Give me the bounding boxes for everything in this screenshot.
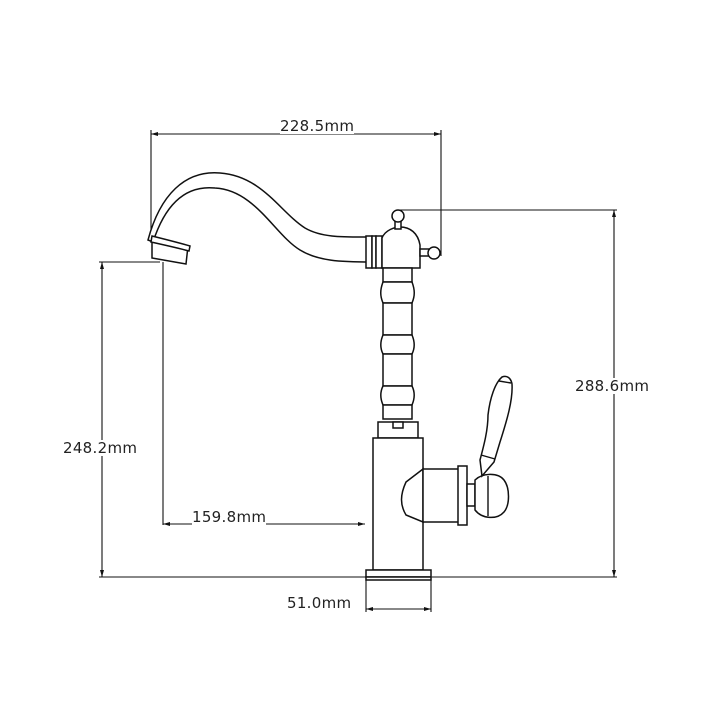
dim-label-spout-height: 248.2mm: [63, 439, 138, 457]
dim-spout-height-lines: [99, 261, 366, 578]
faucet-body: [372, 437, 510, 571]
dim-spout-reach-lines: [150, 130, 442, 256]
faucet-column: [377, 267, 419, 439]
spout: [147, 172, 383, 269]
dim-spout-projection-lines: [162, 262, 365, 526]
dim-label-base-width: 51.0mm: [287, 594, 352, 612]
dim-base-width-lines: [365, 577, 432, 612]
dim-label-spout-projection: 159.8mm: [192, 508, 267, 526]
dim-label-total-height: 288.6mm: [575, 377, 650, 395]
dim-label-spout-reach: 228.5mm: [280, 117, 355, 135]
faucet-head: [381, 209, 441, 269]
lever-handle: [479, 375, 513, 478]
faucet-base: [365, 569, 432, 581]
